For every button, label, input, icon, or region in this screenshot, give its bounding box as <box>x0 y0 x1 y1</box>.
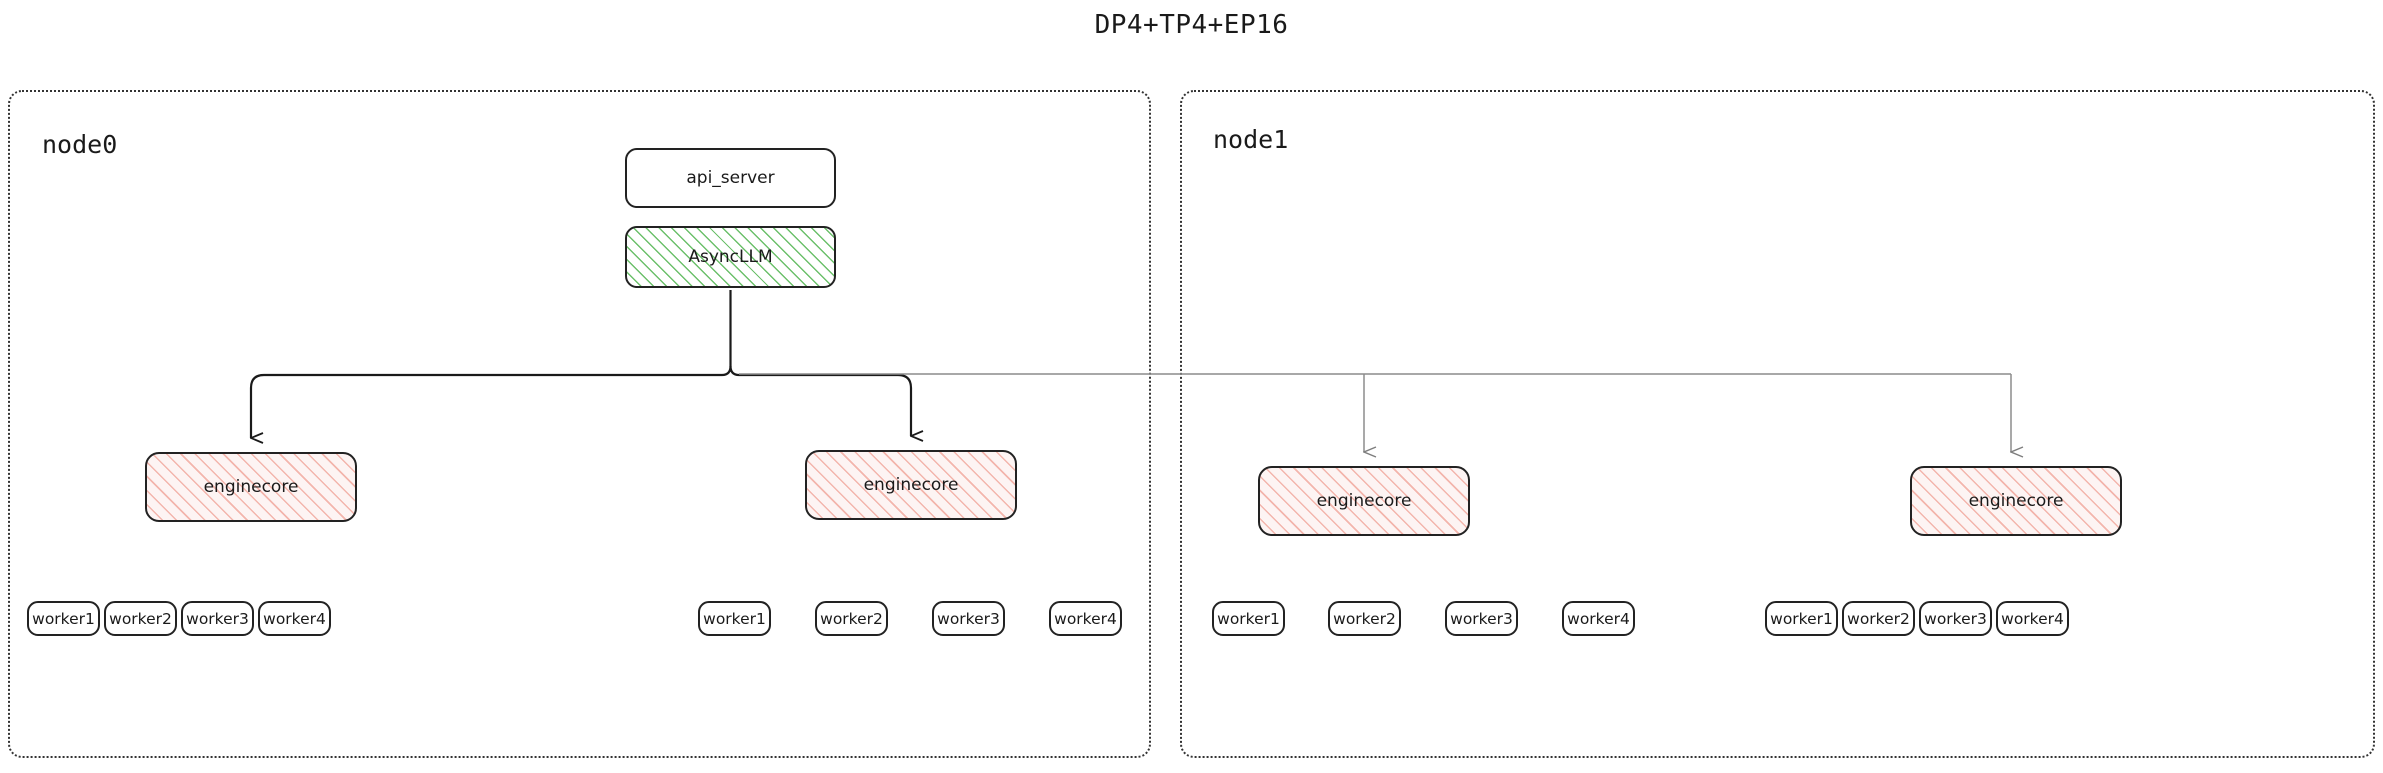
enginecore-box[interactable]: enginecore <box>1910 466 2122 536</box>
async-llm-box[interactable]: AsyncLLM <box>625 226 836 288</box>
node-label-node0: node0 <box>42 130 118 159</box>
enginecore-box[interactable]: enginecore <box>1258 466 1470 536</box>
worker-chip[interactable]: worker3 <box>181 601 254 636</box>
node-label-node1: node1 <box>1213 125 1289 154</box>
worker-chip[interactable]: worker1 <box>1212 601 1285 636</box>
node-container-node0 <box>8 90 1151 758</box>
worker-chip[interactable]: worker3 <box>932 601 1005 636</box>
api-server-box[interactable]: api_server <box>625 148 836 208</box>
node-container-node1 <box>1180 90 2375 758</box>
worker-chip[interactable]: worker1 <box>698 601 771 636</box>
enginecore-box[interactable]: enginecore <box>805 450 1017 520</box>
worker-chip[interactable]: worker3 <box>1445 601 1518 636</box>
page-title: DP4+TP4+EP16 <box>1094 10 1289 40</box>
worker-chip[interactable]: worker4 <box>1562 601 1635 636</box>
worker-chip[interactable]: worker1 <box>27 601 100 636</box>
worker-chip[interactable]: worker2 <box>1842 601 1915 636</box>
worker-chip[interactable]: worker1 <box>1765 601 1838 636</box>
worker-chip[interactable]: worker2 <box>815 601 888 636</box>
worker-chip[interactable]: worker4 <box>258 601 331 636</box>
worker-chip[interactable]: worker4 <box>1996 601 2069 636</box>
worker-chip[interactable]: worker2 <box>1328 601 1401 636</box>
worker-chip[interactable]: worker3 <box>1919 601 1992 636</box>
worker-chip[interactable]: worker2 <box>104 601 177 636</box>
enginecore-box[interactable]: enginecore <box>145 452 357 522</box>
worker-chip[interactable]: worker4 <box>1049 601 1122 636</box>
